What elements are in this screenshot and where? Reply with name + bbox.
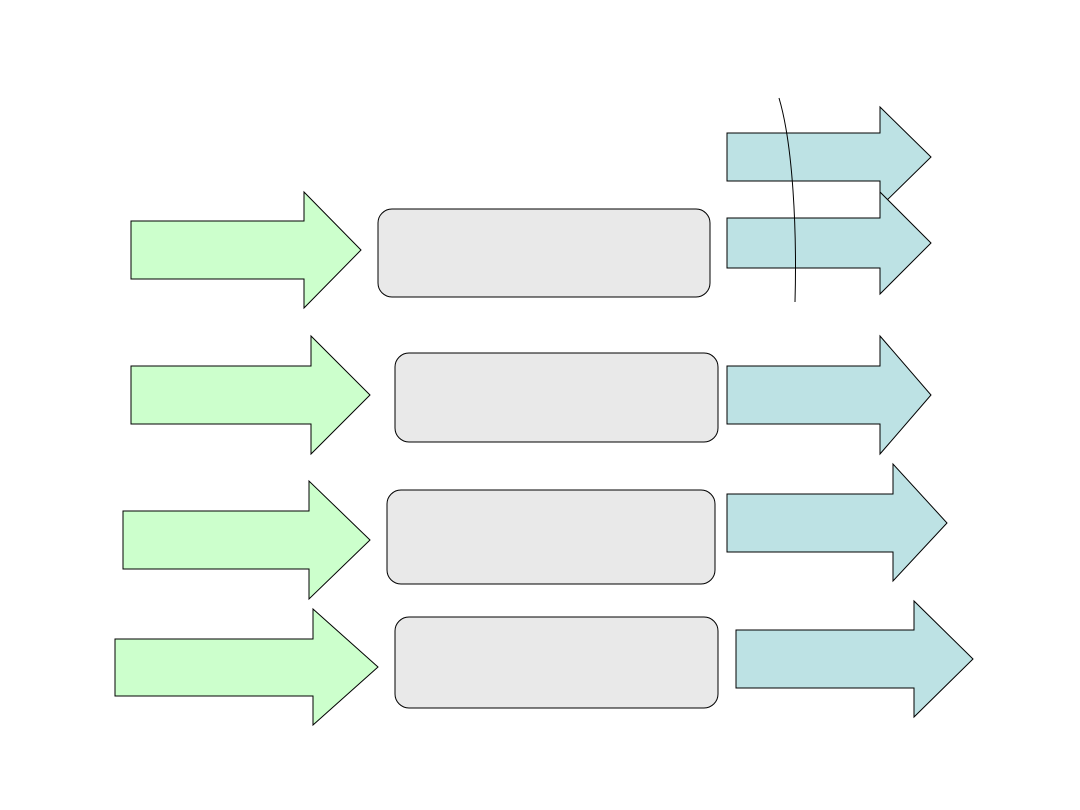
diagram-row-1: [130, 97, 932, 310]
diagram-row-3: [122, 462, 948, 601]
diagram-row-2: [130, 334, 932, 456]
process-box: [377, 208, 711, 298]
process-box: [394, 352, 719, 443]
input-arrow: [130, 334, 371, 456]
output-arrow: [726, 462, 948, 583]
input-arrow: [122, 479, 371, 601]
output-arrow: [726, 105, 932, 209]
diagram-row-4: [114, 599, 974, 727]
process-box: [386, 489, 716, 585]
divider-curve: [778, 97, 796, 303]
input-arrow: [114, 607, 379, 727]
process-box: [394, 616, 719, 709]
input-arrow: [130, 190, 362, 310]
output-arrow: [726, 334, 932, 456]
output-arrow: [735, 599, 974, 719]
output-arrow: [726, 190, 932, 296]
